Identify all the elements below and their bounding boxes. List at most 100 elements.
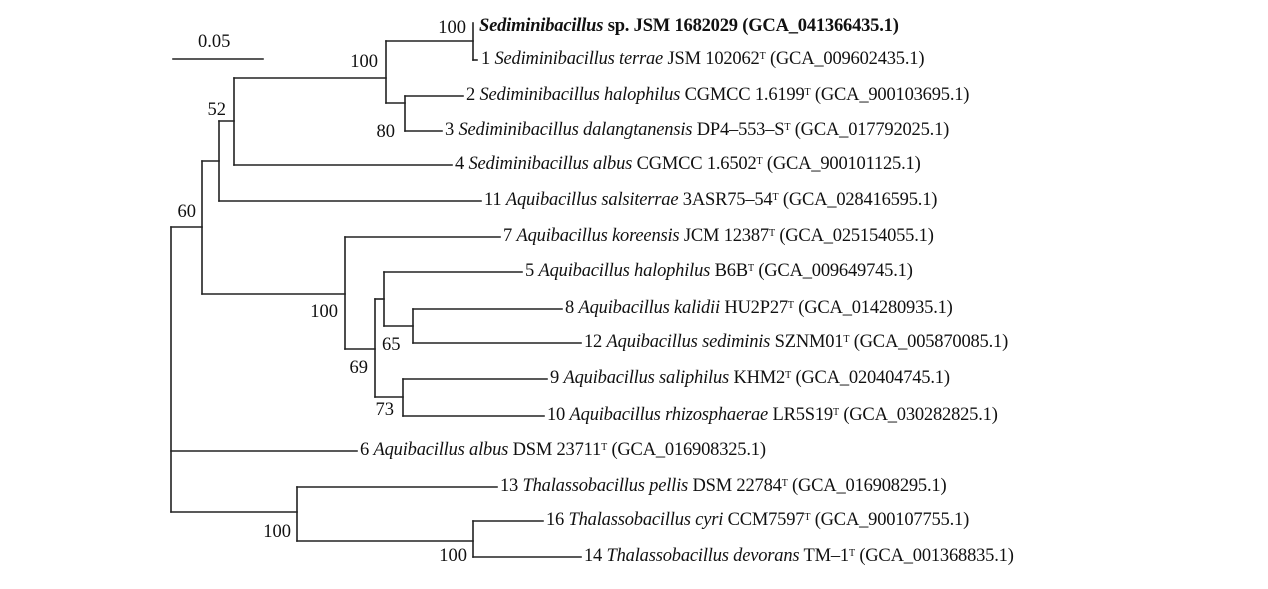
leaf-number: 4	[455, 154, 465, 174]
accession: (GCA_017792025.1)	[794, 120, 950, 140]
species-name: Aquibacillus sediminis	[606, 332, 771, 352]
accession: (GCA_014280935.1)	[798, 298, 953, 318]
type-strain-mark: T	[756, 156, 763, 167]
leaf-label: 1 Sediminibacillus terrae JSM 102062T (G…	[481, 47, 924, 71]
leaf-number: 6	[360, 440, 370, 460]
accession: (GCA_001368835.1)	[859, 546, 1014, 566]
species-name: Thalassobacillus devorans	[606, 546, 800, 566]
leaf-number: 8	[565, 298, 575, 318]
leaf-number: 9	[550, 368, 560, 388]
accession: (GCA_025154055.1)	[779, 226, 934, 246]
bootstrap-value: 80	[376, 122, 396, 142]
leaf-number: 5	[525, 261, 535, 281]
type-strain-mark: T	[787, 300, 794, 311]
strain: B6B	[714, 261, 749, 281]
type-strain-mark: T	[804, 87, 811, 98]
species-name: Aquibacillus saliphilus	[563, 368, 730, 388]
leaf-label: 12 Aquibacillus sediminis SZNM01T (GCA_0…	[584, 330, 1008, 354]
bootstrap-value: 52	[207, 100, 227, 120]
bootstrap-value: 100	[310, 302, 338, 322]
accession: (GCA_900107755.1)	[814, 510, 970, 530]
strain: DSM 22784	[692, 476, 782, 496]
leaf-label: 7 Aquibacillus koreensis JCM 12387T (GCA…	[503, 224, 934, 248]
leaf-label: 10 Aquibacillus rhizosphaerae LR5S19T (G…	[547, 403, 998, 427]
strain: JCM 12387	[683, 226, 769, 246]
accession: (GCA_900103695.1)	[814, 85, 970, 105]
bootstrap-value: 100	[263, 522, 291, 542]
type-strain-mark: T	[804, 512, 811, 523]
type-strain-mark: T	[848, 548, 855, 559]
type-strain-mark: T	[784, 122, 791, 133]
type-strain-mark: T	[601, 442, 607, 453]
species-name: Thalassobacillus pellis	[522, 476, 689, 496]
species-name: Sediminibacillus dalangtanensis	[458, 120, 693, 140]
strain: CCM7597	[727, 510, 805, 530]
type-strain-mark: T	[747, 263, 754, 274]
type-strain-mark: T	[781, 478, 788, 489]
leaf-number: 7	[503, 226, 513, 246]
strain: LR5S19	[772, 405, 833, 425]
leaf-label: 9 Aquibacillus saliphilus KHM2T (GCA_020…	[550, 366, 950, 390]
type-strain-mark: T	[768, 228, 775, 239]
type-strain-mark: T	[843, 334, 850, 345]
species-name: Sediminibacillus halophilus	[479, 85, 681, 105]
bootstrap-value: 73	[375, 400, 395, 420]
accession: (GCA_900101125.1)	[766, 154, 921, 174]
strain: SZNM01	[774, 332, 844, 352]
species-name: Aquibacillus kalidii	[578, 298, 721, 318]
leaf-number: 16	[546, 510, 565, 530]
strain: TM–1	[803, 546, 850, 566]
species-name: Aquibacillus salsiterrae	[505, 190, 679, 210]
strain: JSM 102062	[667, 49, 760, 69]
species-name: Aquibacillus halophilus	[538, 261, 711, 281]
strain-accession: sp. JSM 1682029 (GCA_041366435.1)	[607, 16, 899, 36]
leaf-label: 11 Aquibacillus salsiterrae 3ASR75–54T (…	[484, 188, 937, 212]
species-name: Aquibacillus rhizosphaerae	[569, 405, 769, 425]
bootstrap-value: 100	[438, 18, 466, 38]
leaf-query-strain: Sediminibacillus sp. JSM 1682029 (GCA_04…	[479, 14, 899, 38]
leaf-number: 3	[445, 120, 455, 140]
type-strain-mark: T	[785, 370, 791, 381]
leaf-label: 8 Aquibacillus kalidii HU2P27T (GCA_0142…	[565, 296, 953, 320]
leaf-label: 14 Thalassobacillus devorans TM–1T (GCA_…	[584, 544, 1014, 568]
leaf-label: 16 Thalassobacillus cyri CCM7597T (GCA_9…	[546, 508, 969, 532]
leaf-number: 13	[500, 476, 519, 496]
species-name: Sediminibacillus albus	[468, 154, 633, 174]
strain: HU2P27	[724, 298, 788, 318]
bootstrap-value: 60	[177, 202, 197, 222]
leaf-label: 6 Aquibacillus albus DSM 23711T (GCA_016…	[360, 438, 766, 462]
accession: (GCA_009602435.1)	[769, 49, 925, 69]
leaf-number: 1	[481, 49, 491, 69]
bootstrap-value: 69	[349, 358, 369, 378]
type-strain-mark: T	[759, 51, 766, 62]
leaf-number: 10	[547, 405, 566, 425]
species-name: Thalassobacillus cyri	[568, 510, 724, 530]
leaf-number: 2	[466, 85, 476, 105]
strain: 3ASR75–54	[682, 190, 773, 210]
leaf-label: 3 Sediminibacillus dalangtanensis DP4–55…	[445, 118, 949, 142]
strain: KHM2	[733, 368, 786, 388]
strain: CGMCC 1.6502	[636, 154, 757, 174]
scale-bar-label: 0.05	[198, 32, 231, 52]
leaf-label: 5 Aquibacillus halophilus B6BT (GCA_0096…	[525, 259, 913, 283]
accession: (GCA_020404745.1)	[795, 368, 950, 388]
leaf-label: 2 Sediminibacillus halophilus CGMCC 1.61…	[466, 83, 969, 107]
leaf-number: 12	[584, 332, 603, 352]
species-name: Sediminibacillus terrae	[494, 49, 664, 69]
accession: (GCA_016908295.1)	[792, 476, 947, 496]
accession: (GCA_009649745.1)	[758, 261, 913, 281]
accession: (GCA_028416595.1)	[782, 190, 938, 210]
bootstrap-value: 100	[439, 546, 467, 566]
strain: CGMCC 1.6199	[684, 85, 805, 105]
leaf-number: 11	[484, 190, 502, 210]
accession: (GCA_030282825.1)	[843, 405, 998, 425]
accession: (GCA_016908325.1)	[611, 440, 766, 460]
type-strain-mark: T	[772, 192, 779, 203]
strain: DSM 23711	[512, 440, 602, 460]
genus: Sediminibacillus	[479, 16, 604, 36]
species-name: Aquibacillus koreensis	[516, 226, 680, 246]
species-name: Aquibacillus albus	[373, 440, 509, 460]
leaf-number: 14	[584, 546, 603, 566]
